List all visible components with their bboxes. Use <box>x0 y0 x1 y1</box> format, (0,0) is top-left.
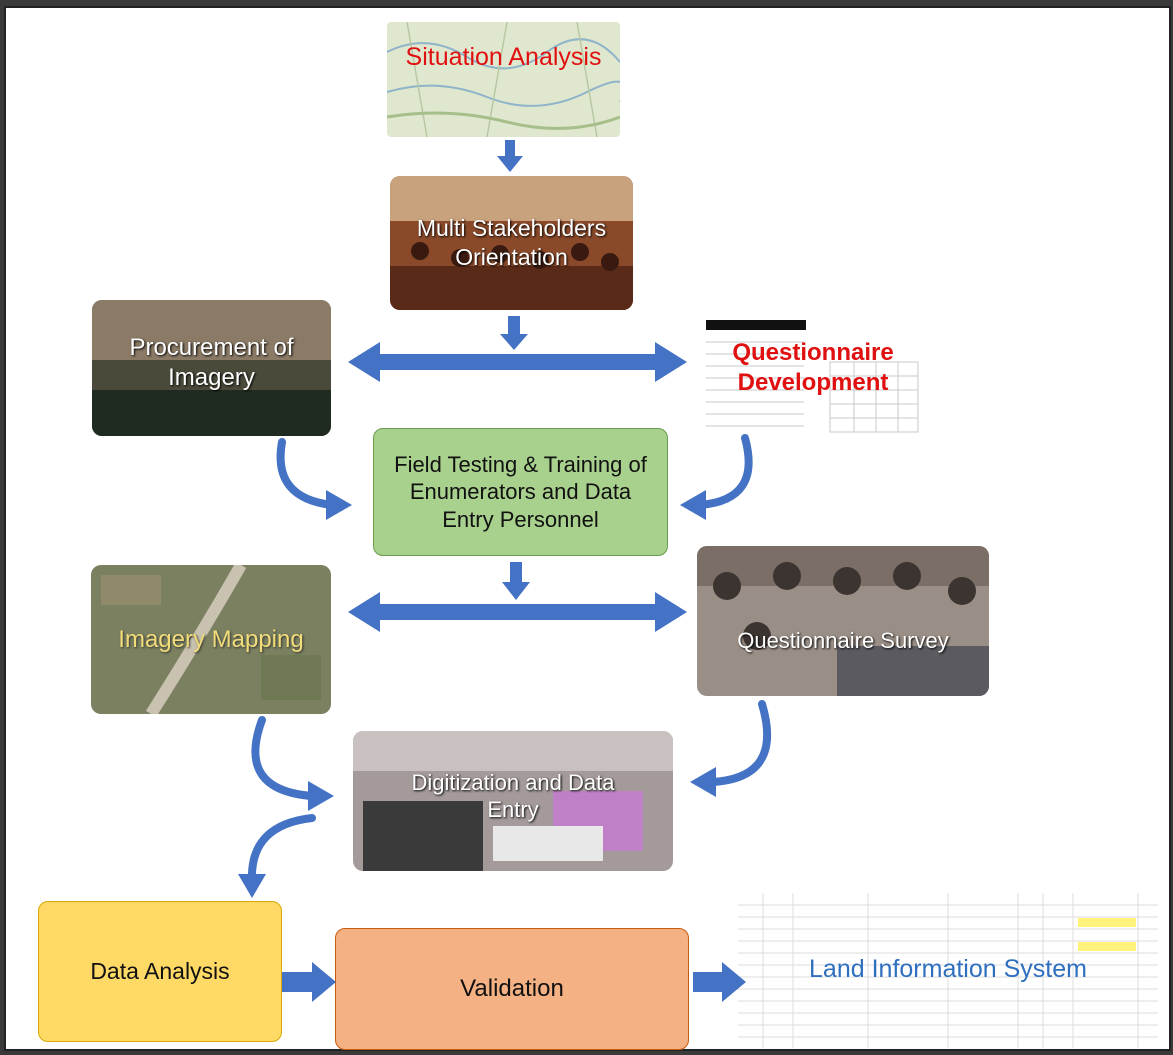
meeting-photo <box>390 176 633 310</box>
node-validation: Validation <box>335 928 689 1050</box>
node-questionnaire-development: Questionnaire Development <box>704 302 922 434</box>
label-field-testing-training: Field Testing & Training of Enumerators … <box>394 451 647 532</box>
questionnaire-document-image <box>704 302 922 434</box>
node-digitization-data-entry: Digitization and Data Entry <box>353 731 673 871</box>
node-data-analysis: Data Analysis <box>38 901 282 1042</box>
label-procurement-of-imagery: Procurement of Imagery <box>129 334 294 391</box>
label-situation-analysis: Situation Analysis <box>405 42 602 71</box>
label-imagery-mapping: Imagery Mapping <box>118 625 304 653</box>
label-digitization-data-entry: Digitization and Data Entry <box>411 769 615 823</box>
satellite-image <box>91 565 331 714</box>
label-questionnaire-development: Questionnaire Development <box>732 339 894 396</box>
node-land-information-system: Land Information System <box>738 893 1158 1048</box>
label-questionnaire-survey: Questionnaire Survey <box>737 628 949 654</box>
label-data-analysis: Data Analysis <box>90 958 230 985</box>
node-field-testing-training: Field Testing & Training of Enumerators … <box>373 428 668 556</box>
label-multi-stakeholders-orientation: Multi Stakeholders Orientation <box>416 215 607 270</box>
node-imagery-mapping: Imagery Mapping <box>91 565 331 714</box>
node-situation-analysis: Situation Analysis <box>387 22 620 137</box>
label-validation: Validation <box>460 975 564 1002</box>
survey-photo <box>697 546 989 696</box>
node-procurement-of-imagery: Procurement of Imagery <box>92 300 331 436</box>
label-land-information-system: Land Information System <box>809 954 1087 983</box>
spreadsheet-image <box>738 893 1158 1048</box>
map-image <box>387 22 620 137</box>
node-multi-stakeholders-orientation: Multi Stakeholders Orientation <box>390 176 633 310</box>
forest-photo <box>92 300 331 436</box>
office-photo <box>353 731 673 871</box>
node-questionnaire-survey: Questionnaire Survey <box>697 546 989 696</box>
